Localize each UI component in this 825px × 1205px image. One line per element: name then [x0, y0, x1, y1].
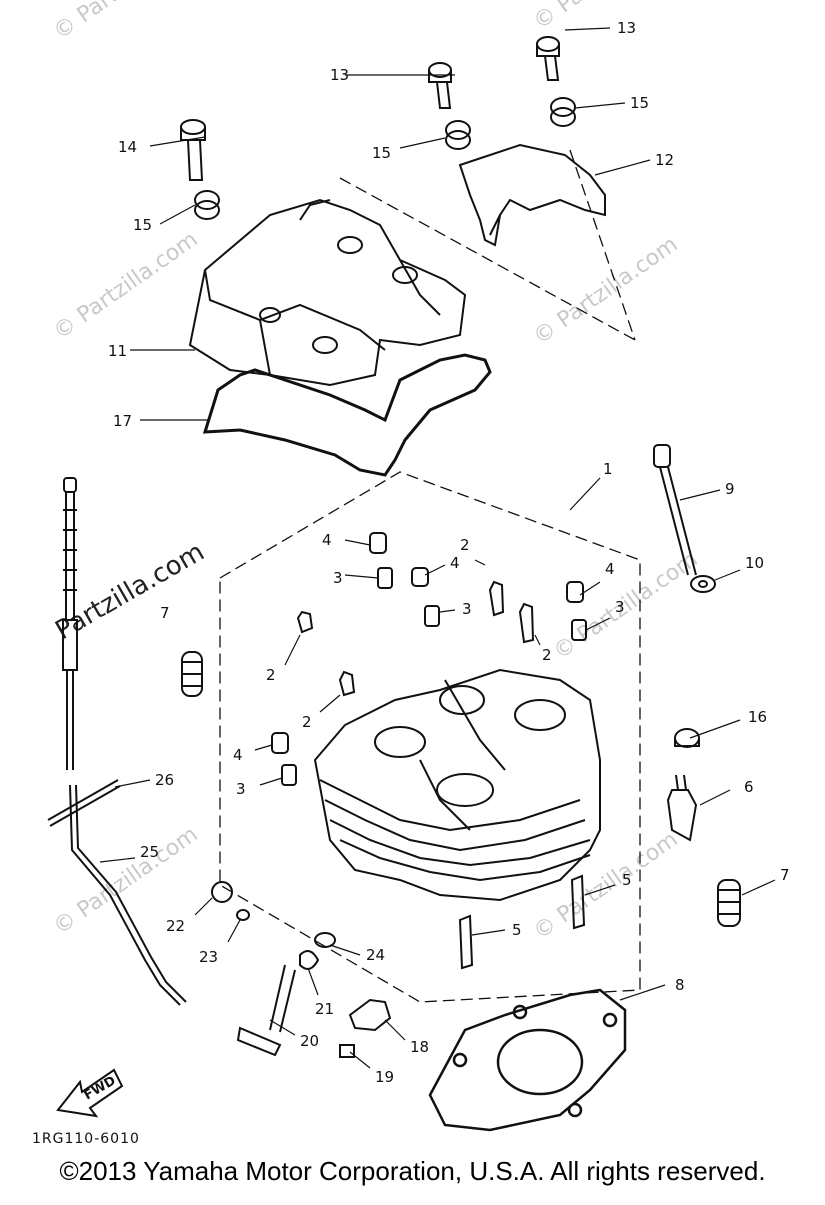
- fwd-label: FWD: [82, 1073, 119, 1103]
- callout-26: 26: [155, 771, 174, 789]
- watermark-text: © Partzilla.com: [49, 227, 202, 345]
- callout-15: 15: [630, 94, 649, 112]
- callout-2: 2: [460, 536, 470, 554]
- callout-labels: 13 13 14 15 15 15 12 11 17 1 9 10 4 3 4 …: [108, 19, 790, 1086]
- callout-5: 5: [512, 921, 522, 939]
- callout-15: 15: [372, 144, 391, 162]
- callout-14: 14: [118, 138, 137, 156]
- bolt-19: [339, 1044, 355, 1058]
- nut-4: [271, 732, 289, 754]
- bolt-14: [180, 119, 206, 181]
- washer-23: [236, 909, 250, 921]
- nuts-washers: [271, 532, 587, 786]
- leader-lines: [99, 27, 776, 1069]
- fwd-arrow: FWD: [56, 1068, 124, 1118]
- watermark-text: © Partzilla.com: [49, 0, 202, 45]
- plug-22: [211, 881, 233, 903]
- callout-6: 6: [744, 778, 754, 796]
- callout-15: 15: [133, 216, 152, 234]
- copyright-notice: ©2013 Yamaha Motor Corporation, U.S.A. A…: [59, 1156, 766, 1186]
- callout-25: 25: [140, 843, 159, 861]
- stud-9-washer-10: [653, 444, 716, 593]
- callout-3: 3: [615, 598, 625, 616]
- bolt-13a: [428, 62, 452, 109]
- callout-19: 19: [375, 1068, 394, 1086]
- nut-4: [411, 567, 429, 587]
- head-cover-gasket-17: [202, 353, 492, 477]
- studs-5: [458, 874, 586, 970]
- washer-3: [377, 567, 393, 589]
- callout-20: 20: [300, 1032, 319, 1050]
- callout-2: 2: [266, 666, 276, 684]
- tacho-cable-25: [47, 477, 187, 1006]
- callout-2: 2: [302, 713, 312, 731]
- callout-21: 21: [315, 1000, 334, 1018]
- callout-3: 3: [236, 780, 246, 798]
- diagram-code: 1RG110-6010: [32, 1131, 140, 1147]
- cylinder-head-assembly-outline: [219, 471, 641, 1003]
- callout-10: 10: [745, 554, 764, 572]
- callout-8: 8: [675, 976, 685, 994]
- cover-fasteners: [180, 36, 576, 220]
- seal-15b: [445, 120, 471, 150]
- cover-dash-line: [339, 177, 636, 341]
- washer-3: [281, 764, 297, 786]
- callout-23: 23: [199, 948, 218, 966]
- studs-2: [296, 580, 535, 697]
- callout-17: 17: [113, 412, 132, 430]
- callout-2: 2: [542, 646, 552, 664]
- head-gasket-8: [428, 988, 627, 1132]
- callout-4: 4: [233, 746, 243, 764]
- cover-dash-line: [569, 149, 636, 341]
- ring-24: [314, 932, 336, 948]
- seal-15a: [194, 190, 220, 220]
- watermark-text: © Partzilla.com: [549, 547, 702, 665]
- watermark-text: © Partzilla.com: [529, 232, 682, 350]
- watermark-text: © Partzilla.com: [529, 827, 682, 945]
- callout-22: 22: [166, 917, 185, 935]
- callout-3: 3: [462, 600, 472, 618]
- assembly-outlines: [219, 149, 641, 1003]
- callout-4: 4: [605, 560, 615, 578]
- seal-15c: [550, 97, 576, 127]
- washer-3: [424, 605, 440, 627]
- callout-18: 18: [410, 1038, 429, 1056]
- bolt-13b: [536, 36, 560, 81]
- callout-24: 24: [366, 946, 385, 964]
- watermark-text: © Partzilla.com: [529, 0, 682, 35]
- callout-1: 1: [603, 460, 613, 478]
- callout-13: 13: [617, 19, 636, 37]
- lower-parts: [211, 881, 392, 1058]
- cylinder-head-1: [313, 668, 601, 902]
- callout-16: 16: [748, 708, 767, 726]
- bracket-18: [348, 998, 392, 1032]
- callout-4: 4: [450, 554, 460, 572]
- nut-4: [369, 532, 387, 554]
- callout-7: 7: [780, 866, 790, 884]
- cover-bracket-12: [458, 143, 606, 247]
- head-cover-11: [188, 198, 467, 387]
- nut-4: [566, 581, 584, 603]
- callout-4: 4: [322, 531, 332, 549]
- dowels-7: [181, 651, 741, 927]
- callout-13: 13: [330, 66, 349, 84]
- shaft-20: [236, 964, 296, 1057]
- callout-12: 12: [655, 151, 674, 169]
- callout-5: 5: [622, 871, 632, 889]
- callout-11: 11: [108, 342, 127, 360]
- spring-21: [299, 950, 320, 970]
- callout-9: 9: [725, 480, 735, 498]
- callout-7: 7: [160, 604, 170, 622]
- callout-3: 3: [333, 569, 343, 587]
- spark-plug-6-cap-16: [666, 728, 700, 842]
